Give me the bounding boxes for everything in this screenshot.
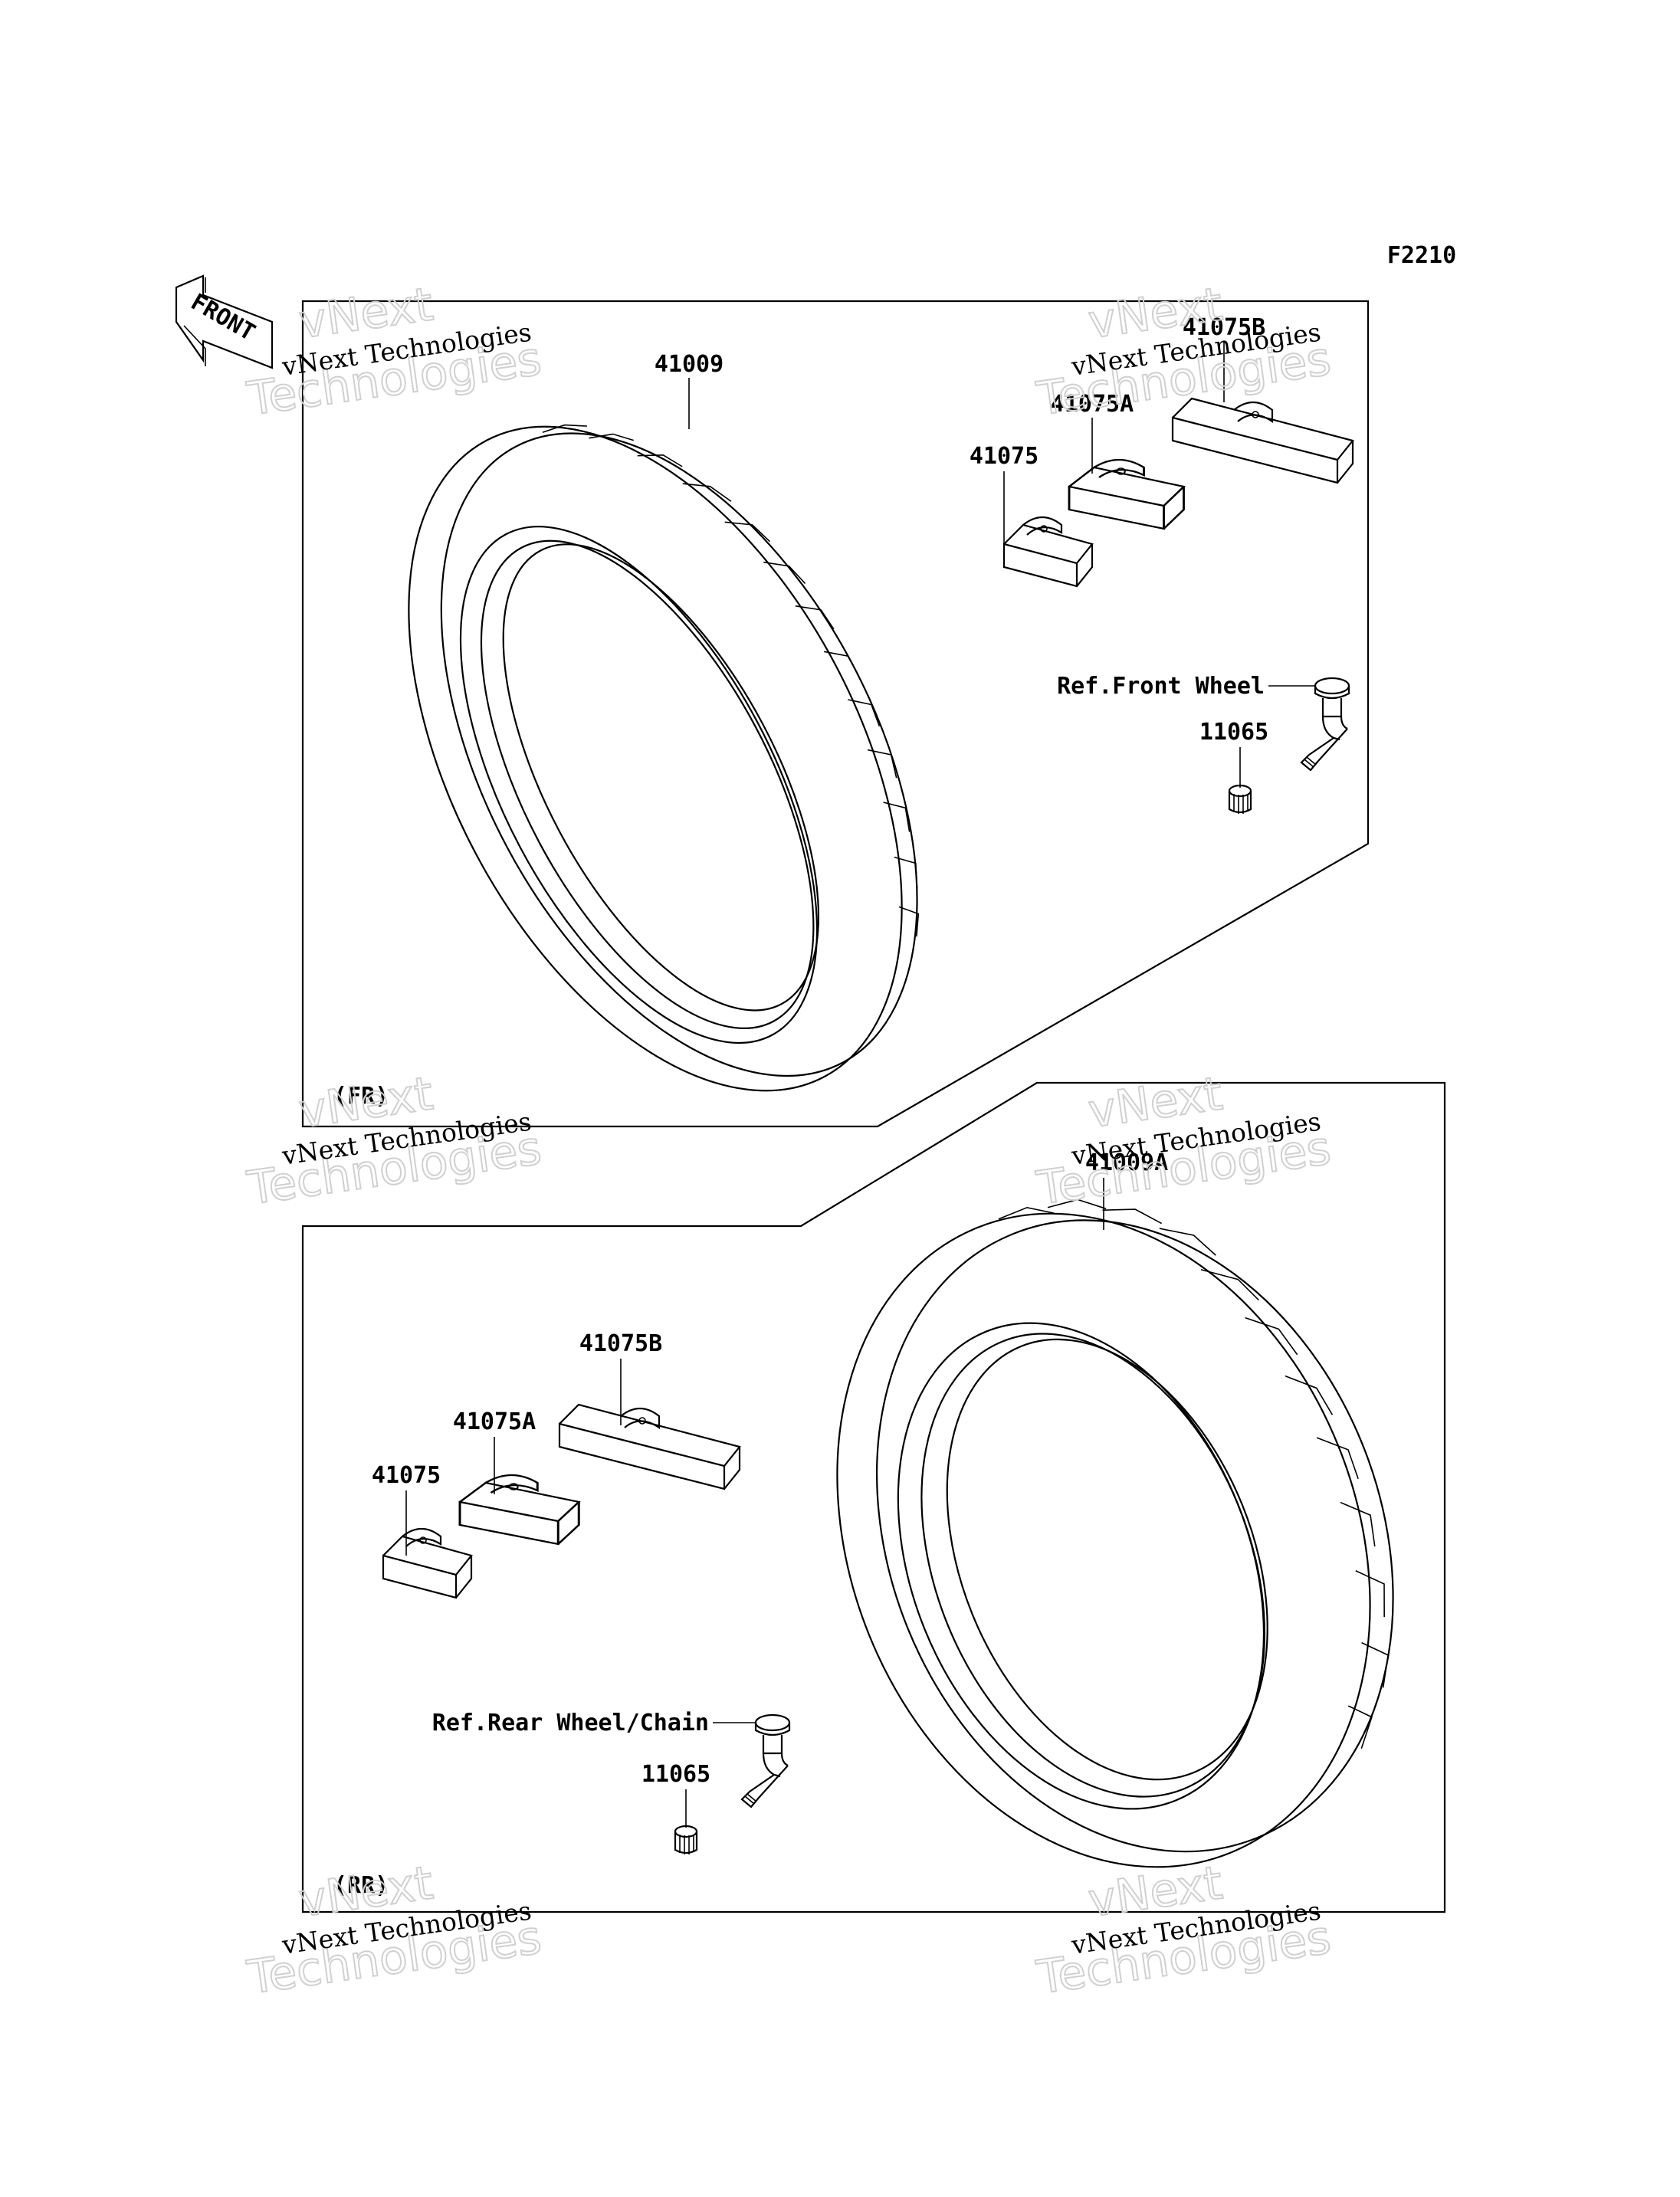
front-tire-label: 41009 (655, 351, 724, 378)
front-valve-ref: Ref.Front Wheel (1057, 673, 1265, 700)
rear-weight-41075A (458, 1474, 580, 1546)
watermark: vNext Technologies vNext Technologies (243, 277, 545, 427)
rear-weight-41075B (558, 1403, 741, 1490)
watermark: vNext Technologies vNext Technologies (1032, 1066, 1334, 1216)
watermark: vNext Technologies vNext Technologies (1032, 1855, 1334, 2005)
watermark: vNext Technologies vNext Technologies (243, 1855, 545, 2005)
rear-valve-part-label: 11065 (641, 1761, 710, 1788)
rear-section-frame (301, 1081, 1446, 1913)
rear-section-label: (RR) (333, 1872, 389, 1899)
front-section-label: (FR) (333, 1083, 389, 1110)
rear-weight-label-41075: 41075 (372, 1462, 441, 1489)
figure-code: F2210 (1387, 242, 1456, 269)
rear-valve-icon (740, 1713, 791, 1808)
rear-valve-cap-icon (674, 1825, 698, 1856)
front-valve-part-label: 11065 (1199, 719, 1268, 746)
front-weight-41075A (1068, 458, 1185, 530)
front-valve-icon (1300, 677, 1350, 772)
front-weight-41075B (1171, 397, 1354, 484)
watermark: vNext Technologies vNext Technologies (1032, 277, 1334, 427)
front-arrow-label: FRONT (186, 289, 260, 346)
watermark: vNext Technologies vNext Technologies (243, 1066, 545, 1216)
front-weight-label-41075: 41075 (970, 443, 1039, 470)
front-weight-label-41075B: 41075B (1183, 314, 1265, 341)
front-weight-41075 (1002, 516, 1094, 588)
front-section-frame (301, 300, 1370, 1128)
rear-weight-41075 (382, 1527, 473, 1599)
rear-valve-ref: Ref.Rear Wheel/Chain (432, 1710, 709, 1736)
rear-weight-label-41075A: 41075A (453, 1408, 536, 1435)
front-weight-label-41075A: 41075A (1051, 391, 1134, 418)
rear-tire (836, 1199, 1394, 1868)
front-valve-cap-icon (1228, 784, 1252, 815)
front-arrow-icon: FRONT (175, 274, 274, 369)
front-tire (408, 424, 920, 1092)
rear-weight-label-41075B: 41075B (579, 1330, 662, 1357)
rear-tire-label: 41009A (1085, 1149, 1168, 1176)
